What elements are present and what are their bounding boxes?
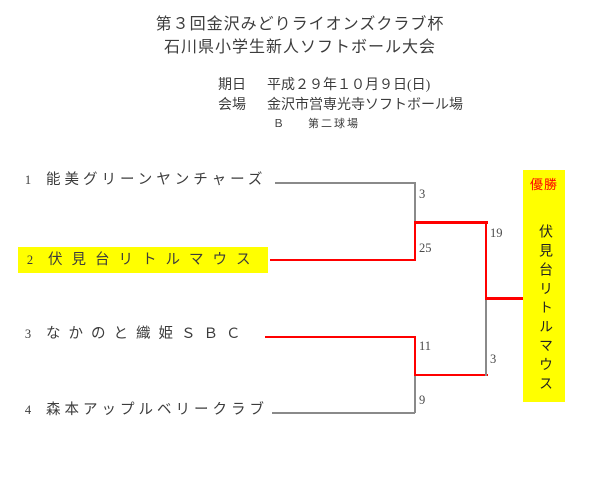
- semi1-vertical-loser: [414, 182, 416, 222]
- team-4-line: [272, 412, 415, 414]
- field-code: Ｂ: [273, 118, 284, 130]
- team-3-name: なかのと織姫ＳＢＣ: [46, 326, 249, 342]
- score-semi1-top: 3: [419, 187, 426, 201]
- team-1-name: 能美グリーンヤンチャーズ: [46, 172, 267, 188]
- venue-row: 会場 金沢市営専光寺ソフトボール場: [218, 96, 463, 116]
- team-row-2-highlighted: 2 伏見台リトルマウス: [18, 247, 268, 273]
- event-info: 期日 平成２９年１０月９日(日) 会場 金沢市営専光寺ソフトボール場: [218, 76, 463, 116]
- team-row-4: 4 森本アップルベリークラブ: [20, 399, 268, 421]
- team-1-line: [275, 182, 415, 184]
- field-name: 第二球場: [308, 118, 360, 130]
- page-title: 第３回金沢みどりライオンズクラブ杯 石川県小学生新人ソフトボール大会: [0, 13, 600, 59]
- semi1-advance-line: [413, 221, 488, 224]
- semi1-vertical-winner: [413, 221, 416, 261]
- score-semi2-top: 11: [419, 339, 432, 353]
- team-row-3: 3 なかのと織姫ＳＢＣ: [20, 323, 249, 345]
- champion-box: 優勝 伏見台リトルマウス: [523, 170, 565, 402]
- team-4-name: 森本アップルベリークラブ: [46, 402, 268, 418]
- team-3-seed: 3: [24, 327, 32, 341]
- date-label: 期日: [218, 78, 246, 93]
- field-row: Ｂ 第二球場: [273, 115, 360, 131]
- date-value: 平成２９年１０月９日(日): [267, 78, 431, 93]
- champion-label: 優勝: [529, 177, 558, 192]
- final-vertical-loser: [485, 298, 487, 376]
- semi2-vertical-loser: [414, 374, 416, 413]
- semi2-vertical-winner: [413, 335, 416, 376]
- score-final-bottom: 3: [490, 352, 497, 366]
- title-line-2: 石川県小学生新人ソフトボール大会: [163, 39, 436, 56]
- venue-value: 金沢市営専光寺ソフトボール場: [267, 98, 463, 113]
- team-1-seed: 1: [24, 173, 32, 187]
- team-4-seed: 4: [24, 403, 32, 417]
- score-final-top: 19: [490, 226, 503, 240]
- team-row-1: 1 能美グリーンヤンチャーズ: [20, 169, 266, 191]
- semi2-advance-line: [413, 373, 488, 376]
- score-semi1-bottom: 25: [419, 241, 432, 255]
- final-vertical-winner: [484, 221, 487, 299]
- champion-line: [484, 297, 524, 300]
- team-3-line-winner: [265, 335, 416, 338]
- team-2-name: 伏見台リトルマウス: [48, 252, 260, 268]
- team-2-line-winner: [270, 258, 416, 261]
- champion-name: 伏見台リトルマウス: [537, 224, 552, 395]
- venue-label: 会場: [218, 98, 246, 113]
- title-line-1: 第３回金沢みどりライオンズクラブ杯: [155, 16, 445, 33]
- team-2-seed: 2: [26, 253, 34, 267]
- score-semi2-bottom: 9: [419, 393, 426, 407]
- date-row: 期日 平成２９年１０月９日(日): [218, 76, 463, 96]
